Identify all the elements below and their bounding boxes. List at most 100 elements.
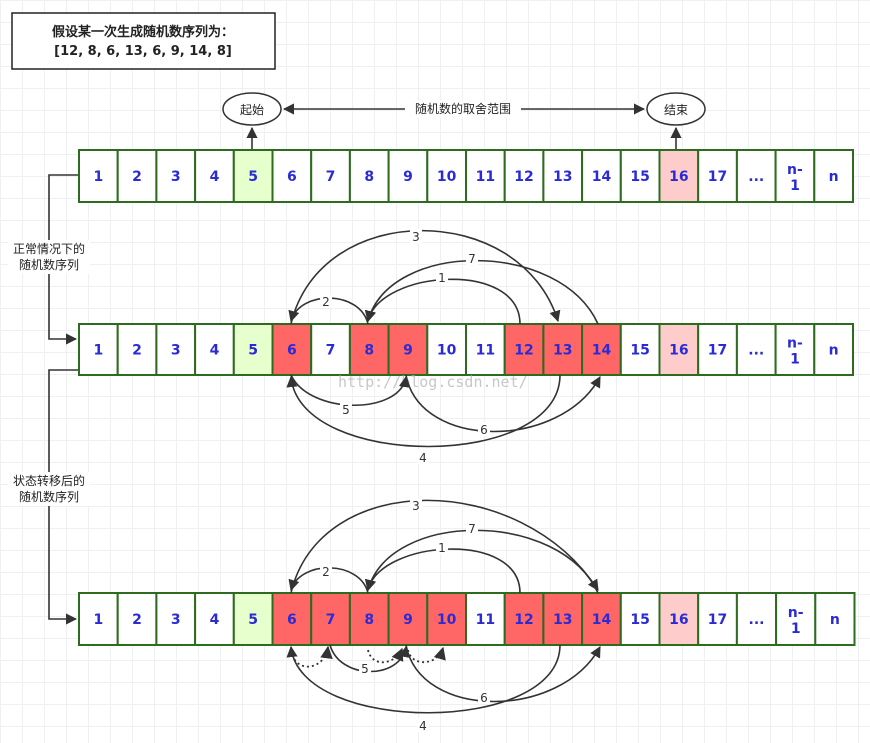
cell-1-14 <box>619 323 661 376</box>
edge-5-row2 <box>290 374 410 407</box>
start-label: 起始 <box>240 103 264 117</box>
cell-label-2-13: 14 <box>592 612 612 628</box>
edge-7-row2 <box>365 259 599 325</box>
cell-label-0-9: 10 <box>437 169 457 185</box>
note-line-1: 假设某一次生成随机数序列为： <box>52 24 234 40</box>
cell-label-2-17: ... <box>749 612 765 628</box>
cell-2-17 <box>735 592 778 646</box>
cell-2-2 <box>155 592 197 646</box>
cell-label-1-13: 14 <box>592 343 612 359</box>
edge-label-3-row2: 3 <box>412 230 420 244</box>
note-line-2: [12, 8, 6, 13, 6, 9, 14, 8] <box>54 44 232 59</box>
cell-label-1-18: n-1 <box>787 336 803 368</box>
cell-0-3 <box>194 149 235 203</box>
edge-label-1-row3: 1 <box>438 541 446 555</box>
edge-label-5-row3: 5 <box>361 662 369 676</box>
cell-label-2-8: 9 <box>403 612 413 628</box>
cell-label-2-19: n <box>830 612 840 628</box>
cell-label-1-7: 8 <box>364 343 374 359</box>
edge-label-6-row2: 6 <box>480 423 488 437</box>
cell-1-5 <box>271 323 313 376</box>
edge-label-2-row3: 2 <box>322 565 330 579</box>
edge-label-5-row2: 5 <box>342 403 350 417</box>
cell-label-0-12: 13 <box>553 169 572 185</box>
cell-label-0-13: 14 <box>592 169 612 185</box>
cell-0-11 <box>503 149 545 203</box>
end-node: 结束 <box>646 92 706 126</box>
cell-label-2-1: 2 <box>132 612 142 628</box>
cell-2-7 <box>348 592 390 646</box>
cell-label-2-16: 17 <box>708 612 727 628</box>
cell-0-10 <box>465 149 506 203</box>
cell-0-2 <box>155 149 197 203</box>
cell-0-14 <box>619 149 661 203</box>
cell-label-0-10: 11 <box>476 169 495 185</box>
side-label-2-bg <box>8 472 90 506</box>
cell-2-16 <box>697 592 738 646</box>
cell-label-2-9: 10 <box>437 612 457 628</box>
cell-label-1-9: 10 <box>437 343 457 359</box>
cell-label-1-12: 13 <box>553 343 572 359</box>
cell-label-0-5: 6 <box>287 169 297 185</box>
cell-label-0-18: n-1 <box>787 162 803 194</box>
cell-label-1-17: ... <box>748 343 764 359</box>
cell-label-2-5: 6 <box>287 612 297 628</box>
cell-label-1-1: 2 <box>132 343 142 359</box>
cell-1-19 <box>813 323 854 376</box>
edge-6-row2 <box>405 374 601 433</box>
cell-label-1-2: 3 <box>171 343 181 359</box>
cell-2-11 <box>503 592 545 646</box>
cell-label-1-10: 11 <box>476 343 495 359</box>
cell-1-7 <box>348 323 390 376</box>
cell-1-13 <box>581 323 622 376</box>
cell-0-17 <box>735 149 777 203</box>
edge-3-row3 <box>290 499 599 594</box>
cell-1-9 <box>426 323 467 376</box>
edge-1-row3 <box>364 548 521 594</box>
row3-edges: 1 2 3 4 5 6 7 <box>286 498 601 733</box>
side-label-1-bg <box>8 240 90 274</box>
start-node: 起始 <box>222 92 282 126</box>
cell-label-2-18: n-1 <box>788 605 804 637</box>
watermark: http://blog.csdn.net/ <box>338 373 528 391</box>
cell-label-2-0: 1 <box>93 612 103 628</box>
edge-label-7-row3: 7 <box>468 522 476 536</box>
cell-label-1-0: 1 <box>93 343 103 359</box>
cell-0-8 <box>387 149 429 203</box>
cell-label-2-11: 12 <box>514 612 533 628</box>
cell-0-13 <box>581 149 622 203</box>
cell-2-13 <box>581 592 622 646</box>
cell-label-1-8: 9 <box>403 343 413 359</box>
note-box: 假设某一次生成随机数序列为： [12, 8, 6, 13, 6, 9, 14, … <box>11 12 276 70</box>
cell-label-0-2: 3 <box>171 169 181 185</box>
edge-6-row3 <box>405 644 601 703</box>
cell-label-2-6: 7 <box>326 612 336 628</box>
cell-1-1 <box>116 323 158 376</box>
side-label-1-line1: 正常情况下的 <box>13 241 85 256</box>
cell-label-0-6: 7 <box>326 169 336 185</box>
cell-1-18 <box>774 323 816 376</box>
cell-1-6 <box>310 323 351 376</box>
cell-label-2-15: 16 <box>669 612 688 628</box>
cell-1-12 <box>542 323 584 376</box>
cell-label-2-12: 13 <box>553 612 572 628</box>
cell-0-4 <box>232 149 274 203</box>
cell-label-0-0: 1 <box>93 169 103 185</box>
cell-label-1-15: 16 <box>669 343 688 359</box>
cell-1-10 <box>465 323 506 376</box>
cell-0-7 <box>348 149 390 203</box>
cell-2-4 <box>232 592 274 646</box>
cell-label-1-16: 17 <box>708 343 727 359</box>
cell-label-0-14: 15 <box>630 169 649 185</box>
cell-0-19 <box>813 149 854 203</box>
cell-label-1-5: 6 <box>287 343 297 359</box>
edge-label-7-row2: 7 <box>468 252 476 266</box>
cell-label-1-4: 5 <box>248 343 258 359</box>
transfer-9-10 <box>407 646 446 664</box>
cell-label-0-1: 2 <box>132 169 142 185</box>
cell-label-2-10: 11 <box>476 612 495 628</box>
